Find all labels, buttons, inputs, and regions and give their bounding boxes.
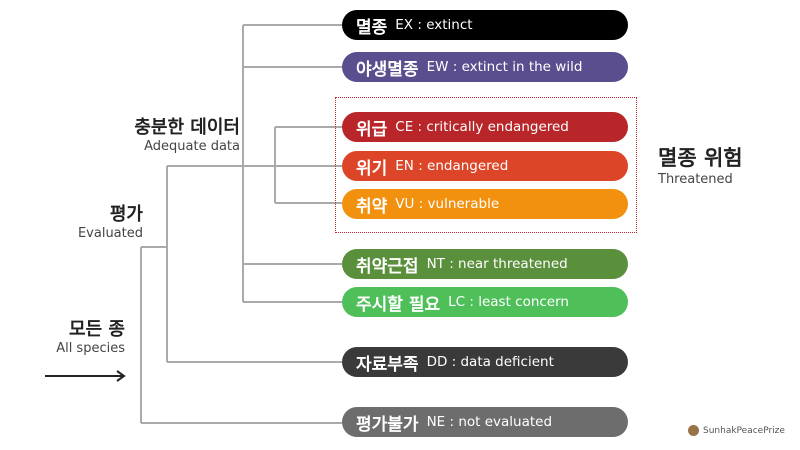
category-en: LC : least concern: [448, 294, 569, 310]
category-ko: 위기: [356, 158, 388, 179]
category-en: CE : critically endangered: [395, 119, 569, 135]
category-en: DD : data deficient: [426, 354, 554, 370]
category-ko: 야생멸종: [356, 59, 419, 80]
threatened-group-box: [335, 97, 637, 233]
category-en: NT : near threatened: [426, 256, 568, 272]
arrow-icon: [45, 370, 126, 382]
category-ko: 평가불가: [356, 414, 419, 435]
category-pill: 위급 CE : critically endangered: [342, 112, 628, 142]
logo-icon: [688, 425, 699, 436]
category-en: NE : not evaluated: [426, 414, 553, 430]
category-pill: 야생멸종 EW : extinct in the wild: [342, 52, 628, 82]
category-en: EN : endangered: [395, 158, 509, 174]
category-pill: 주시할 필요 LC : least concern: [342, 287, 628, 317]
category-pill: 평가불가 NE : not evaluated: [342, 407, 628, 437]
category-ko: 취약근접: [356, 256, 419, 277]
category-pill: 위기 EN : endangered: [342, 151, 628, 181]
category-ko: 멸종: [356, 17, 388, 38]
category-pill: 멸종 EX : extinct: [342, 10, 628, 40]
category-ko: 주시할 필요: [356, 294, 441, 315]
category-ko: 자료부족: [356, 354, 419, 375]
category-en: EW : extinct in the wild: [426, 59, 583, 75]
category-pill: 취약근접 NT : near threatened: [342, 249, 628, 279]
category-pill: 자료부족 DD : data deficient: [342, 347, 628, 377]
logo-text: SunhakPeacePrize: [703, 425, 785, 436]
logo: SunhakPeacePrize: [688, 425, 785, 436]
category-pill: 취약 VU : vulnerable: [342, 189, 628, 219]
category-ko: 취약: [356, 196, 388, 217]
category-en: VU : vulnerable: [395, 196, 500, 212]
category-ko: 위급: [356, 119, 388, 140]
category-en: EX : extinct: [395, 17, 473, 33]
